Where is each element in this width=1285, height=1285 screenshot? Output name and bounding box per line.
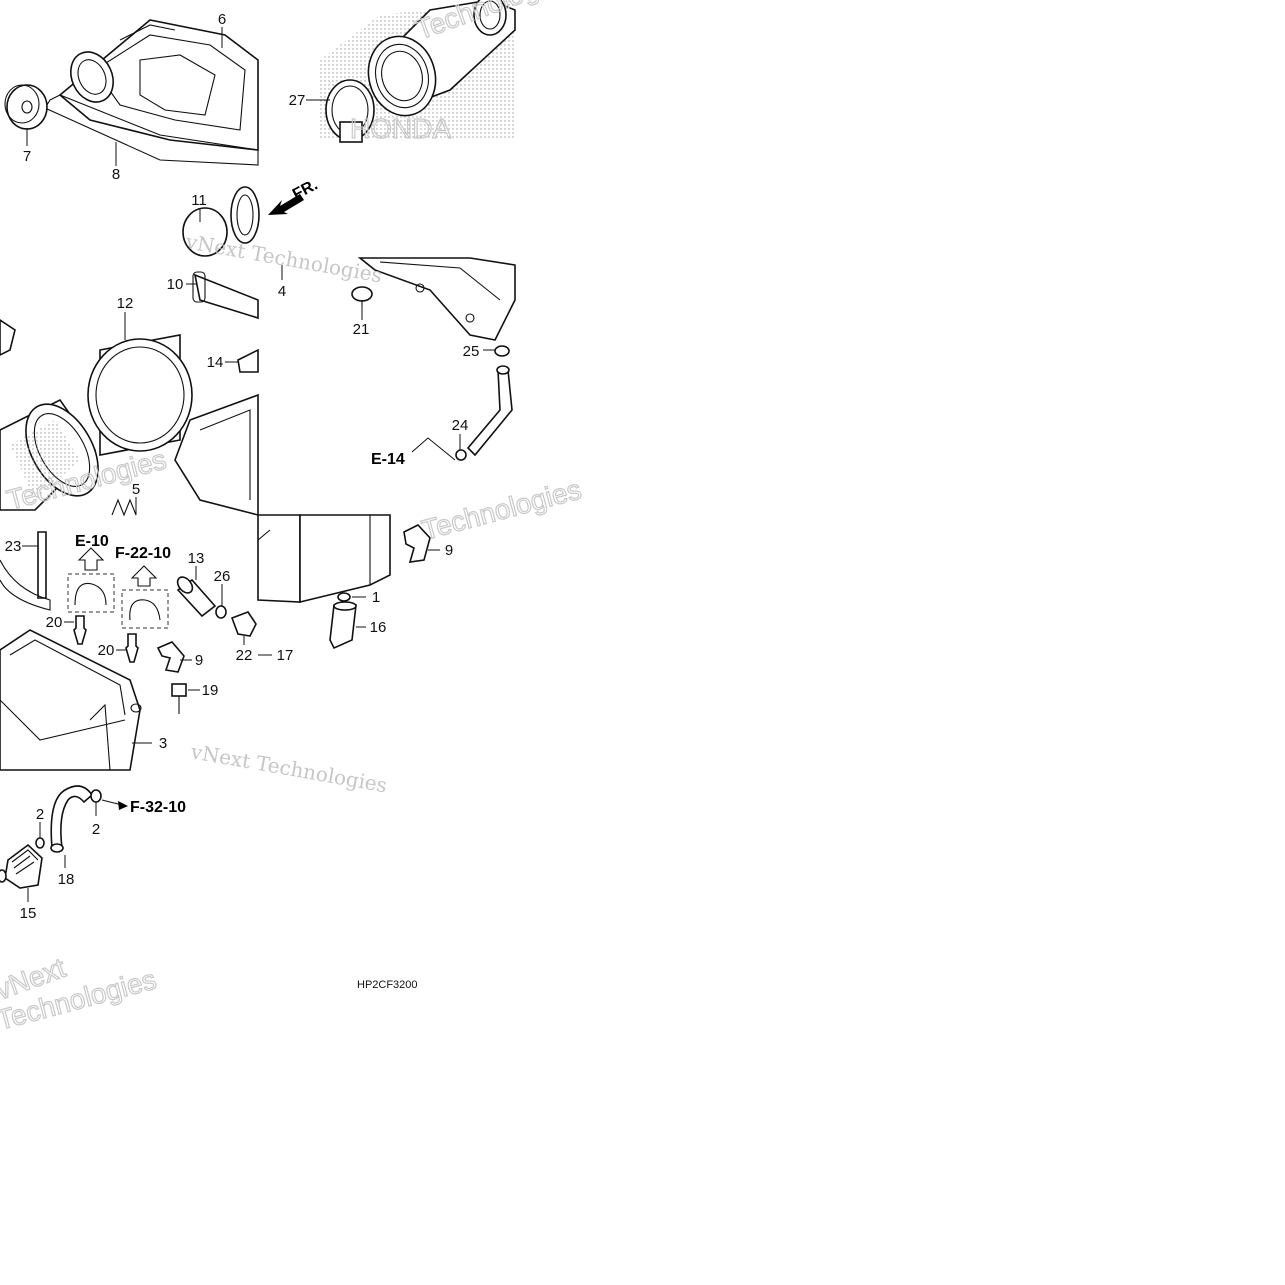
hose-elbow [230, 611, 257, 637]
callout-27: 27 [289, 92, 306, 109]
sub-case-group: 9 1 16 [257, 514, 453, 650]
clip-1 [337, 592, 351, 602]
flange-bolt [171, 683, 187, 697]
air-filter-group: 10 12 5 14 [0, 271, 259, 517]
callout-24: 24 [452, 417, 469, 434]
callout-13: 13 [188, 550, 205, 567]
retaining-strap [193, 273, 259, 320]
callout-3: 3 [159, 735, 167, 752]
cover-inlet-ring [70, 51, 114, 103]
drain-bracket-group: 21 25 24 E-14 [351, 257, 516, 468]
hose-clamp-9a [403, 524, 431, 563]
callout-22: 22 [236, 647, 253, 664]
callout-20b: 20 [98, 642, 115, 659]
grommet-clip [351, 286, 373, 302]
filter-element-end [182, 207, 228, 257]
callout-19: 19 [202, 682, 219, 699]
cover-15 [4, 843, 43, 889]
watermark-1: vNext Technologies [183, 229, 384, 287]
hose-detail-box-f2210 [121, 589, 169, 629]
callout-9a: 9 [445, 542, 453, 559]
callout-2a: 2 [36, 806, 44, 823]
ref-arrow-f3210 [118, 801, 128, 810]
callout-15: 15 [20, 905, 37, 922]
air-cleaner-cover [58, 19, 259, 151]
callout-4: 4 [278, 283, 286, 300]
drain-plug [329, 604, 357, 650]
watermark-7: HONDA [350, 113, 451, 144]
air-cleaner-cover-group: 6 7 8 [4, 11, 259, 183]
drawing-code: HP2CF3200 [357, 979, 418, 991]
push-rivet-20b [125, 633, 139, 663]
ref-e10: E-10 [75, 533, 109, 550]
callout-20a: 20 [46, 614, 63, 631]
air-cleaner-case-group: 23 E-10 F-22-10 13 26 22 17 20 20 [0, 531, 294, 771]
callout-14: 14 [207, 354, 224, 371]
callout-10: 10 [167, 276, 184, 293]
callout-5: 5 [132, 481, 140, 498]
callout-17: 17 [277, 647, 294, 664]
ref-e14: E-14 [371, 451, 405, 468]
callout-26: 26 [214, 568, 231, 585]
intake-seal [230, 186, 260, 244]
front-direction-arrow [268, 194, 304, 215]
callout-23: 23 [5, 538, 22, 555]
callout-21: 21 [353, 321, 370, 338]
watermark-2: Technologies [419, 474, 585, 546]
ref-arrow-e10 [77, 547, 105, 571]
ref-arrow-f2210 [130, 565, 158, 587]
callout-11: 11 [191, 192, 207, 209]
hose-clip-2b [90, 789, 102, 803]
callout-9b: 9 [195, 652, 203, 669]
callout-16: 16 [370, 619, 387, 636]
ref-f2210: F-22-10 [115, 545, 171, 562]
ref-f3210: F-32-10 [130, 799, 186, 816]
cleaner-band [37, 531, 47, 599]
callout-8: 8 [112, 166, 120, 183]
breather-hose [50, 785, 94, 849]
callout-1: 1 [372, 589, 380, 606]
sub-case-wall [257, 514, 301, 603]
air-cleaner-case [0, 629, 141, 771]
drain-tube [466, 369, 513, 457]
watermark-3: vNext Technologies [188, 739, 389, 797]
mounting-bracket [357, 257, 516, 341]
hose-clip-25 [494, 345, 510, 357]
hose-detail-box-e10 [67, 573, 115, 613]
callout-12: 12 [117, 295, 134, 312]
callout-6: 6 [218, 11, 226, 28]
cover-gasket [44, 94, 259, 166]
callout-7: 7 [23, 148, 31, 165]
callout-2b: 2 [92, 821, 100, 838]
hose-clip-2a [35, 837, 45, 849]
callout-18: 18 [58, 871, 75, 888]
breather-hose-group: 2 2 F-32-10 18 15 HP2CF3200 [0, 785, 418, 991]
intake-tube-group: 27 [289, 0, 516, 143]
push-rivet-20a [73, 615, 87, 645]
callout-25: 25 [463, 343, 480, 360]
hose-clamp-9b [156, 641, 185, 673]
